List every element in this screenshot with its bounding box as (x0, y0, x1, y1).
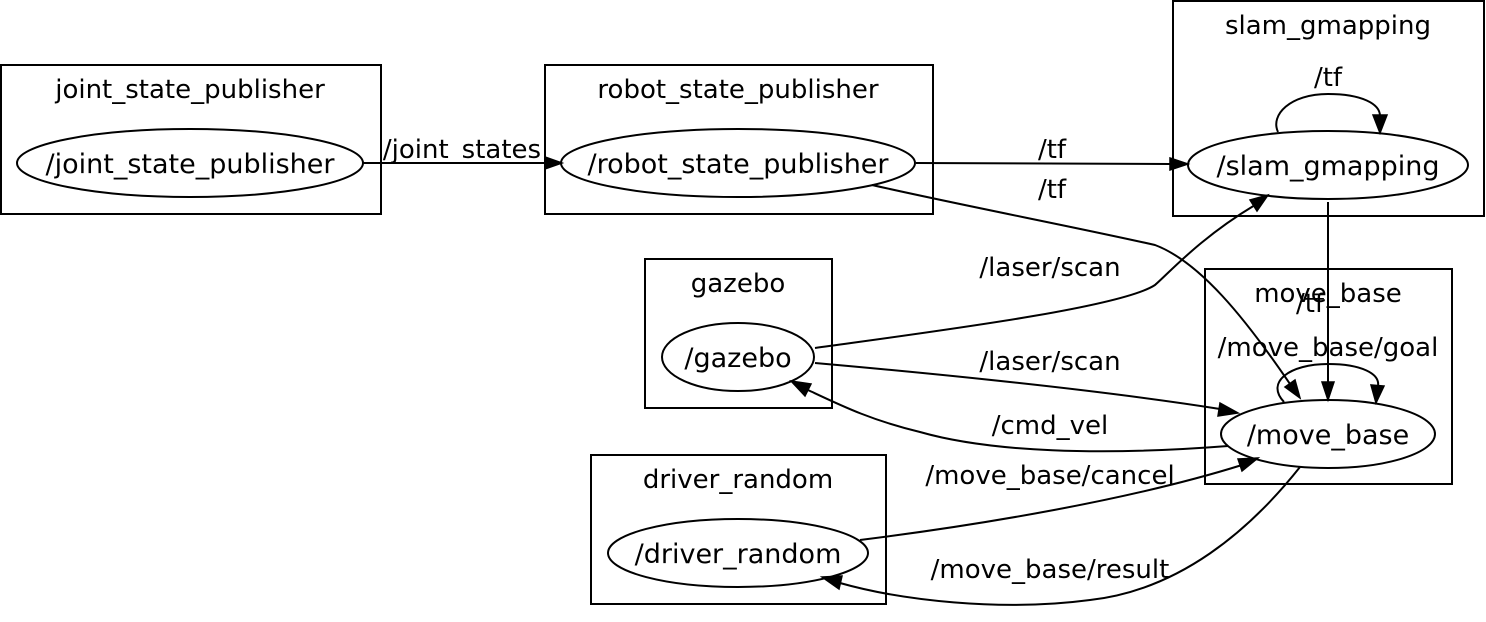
edge-label-tf-slam-self: /tf (1314, 63, 1343, 93)
node-robot-state-publisher[interactable]: /robot_state_publisher (560, 128, 916, 198)
node-joint-state-publisher[interactable]: /joint_state_publisher (16, 128, 364, 198)
edge-label-tf-rsp-slam: /tf (1038, 135, 1067, 165)
edge-label-move-base-goal: /move_base/goal (1218, 333, 1439, 363)
cluster-robot-state-publisher: robot_state_publisher (544, 64, 934, 215)
edge-tf-rsp-to-slam: /tf (915, 135, 1191, 172)
cluster-gazebo: gazebo (644, 258, 833, 409)
node-slam-gmapping[interactable]: /slam_gmapping (1187, 130, 1469, 200)
cluster-title-slam-gmapping: slam_gmapping (1225, 11, 1431, 41)
edge-tf-rsp-to-move-base: /tf (871, 175, 1302, 400)
edge-cmd-vel: /cmd_vel (788, 379, 1229, 453)
edge-move-base-cancel: /move_base/cancel (859, 457, 1261, 541)
edge-label-joint-states: /joint_states (383, 135, 541, 165)
edge-label-laser-scan-move-base: /laser/scan (979, 347, 1120, 377)
node-move-base[interactable]: /move_base (1220, 399, 1436, 469)
edge-move-base-goal-loop: /move_base/goal (1218, 333, 1439, 406)
cluster-title-gazebo: gazebo (691, 269, 786, 299)
node-label-slam-gmapping: /slam_gmapping (1216, 151, 1439, 182)
node-label-move-base: /move_base (1247, 420, 1409, 451)
node-label-gazebo: /gazebo (684, 343, 791, 374)
edge-laser-scan-to-move-base: /laser/scan (814, 347, 1241, 417)
edge-tf-slam-to-move-base: /tf (1296, 202, 1336, 403)
edge-label-move-base-cancel: /move_base/cancel (925, 461, 1174, 491)
edge-laser-scan-to-slam: /laser/scan (814, 193, 1270, 349)
node-label-driver-random: /driver_random (635, 539, 842, 570)
edge-label-laser-scan-slam: /laser/scan (979, 253, 1120, 283)
edge-label-cmd-vel: /cmd_vel (992, 411, 1109, 441)
cluster-joint-state-publisher: joint_state_publisher (0, 64, 382, 215)
edge-label-tf-rsp-move-base: /tf (1038, 175, 1067, 205)
node-label-joint-state-publisher: /joint_state_publisher (46, 149, 336, 180)
cluster-title-driver-random: driver_random (643, 465, 833, 495)
cluster-title-robot-state-publisher: robot_state_publisher (597, 75, 878, 105)
cluster-driver-random: driver_random (590, 454, 887, 605)
edge-move-base-result: /move_base/result (819, 466, 1301, 606)
cluster-slam-gmapping: slam_gmapping (1172, 0, 1485, 217)
node-label-robot-state-publisher: /robot_state_publisher (587, 149, 889, 180)
edge-joint-states: /joint_states (363, 135, 565, 171)
node-driver-random[interactable]: /driver_random (607, 518, 869, 588)
node-gazebo[interactable]: /gazebo (661, 322, 815, 392)
edge-label-move-base-result: /move_base/result (931, 555, 1170, 585)
cluster-title-joint-state-publisher: joint_state_publisher (54, 75, 325, 105)
edge-tf-slam-self-loop: /tf (1275, 63, 1389, 136)
edge-label-tf-slam-move-base: /tf (1296, 289, 1325, 319)
